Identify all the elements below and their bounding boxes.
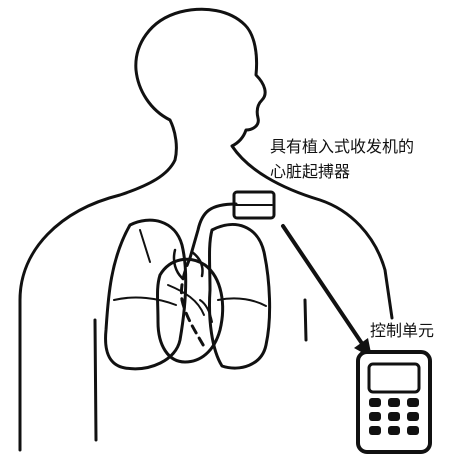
pacemaker-label: 具有植入式收发机的 xyxy=(270,136,414,158)
control-unit-label: 控制单元 xyxy=(370,320,434,342)
body-outline-icon xyxy=(20,9,392,450)
heart-icon xyxy=(158,259,223,362)
lung-icon xyxy=(106,220,186,369)
arrow-icon xyxy=(283,226,372,358)
lung-icon xyxy=(210,225,270,369)
pacemaker-label-line2: 心脏起搏器 xyxy=(270,161,350,183)
phone-icon xyxy=(358,352,430,452)
